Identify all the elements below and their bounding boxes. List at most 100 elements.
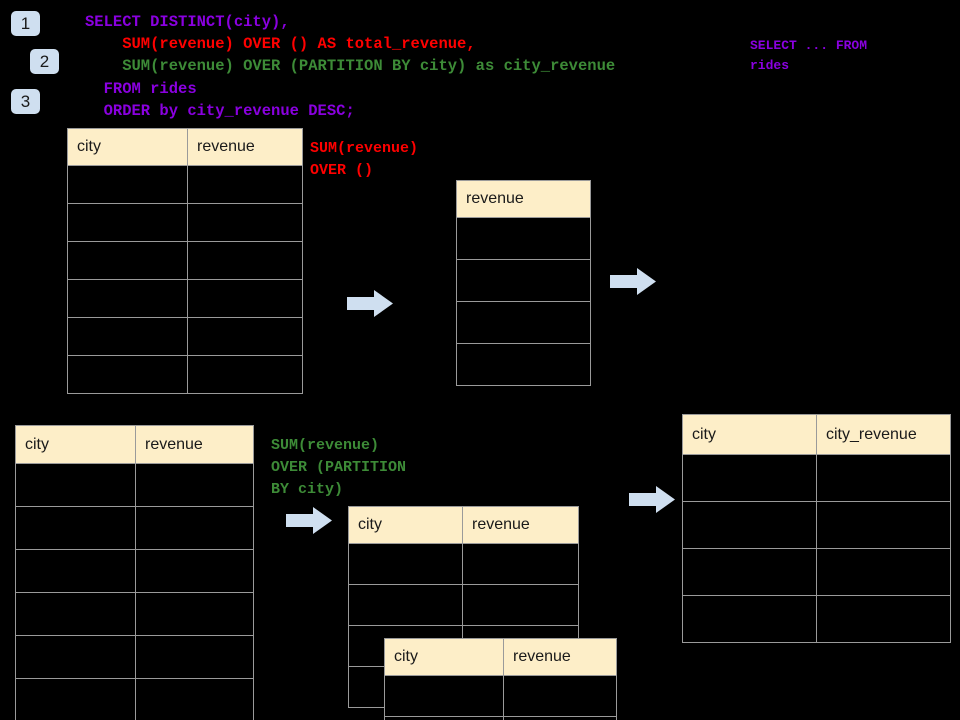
arrow-source-to-partition-icon bbox=[286, 507, 332, 539]
partition-group-table-b: city revenue bbox=[384, 638, 617, 720]
cell-revenue bbox=[503, 675, 617, 717]
column-header-revenue: revenue bbox=[456, 180, 591, 218]
cell-city-revenue bbox=[816, 454, 951, 502]
column-header-city: city bbox=[15, 425, 136, 464]
cell-city bbox=[67, 355, 188, 394]
column-header-city: city bbox=[67, 128, 188, 166]
table-body bbox=[384, 675, 617, 720]
annotation-select-from-rides: SELECT ... FROM rides bbox=[750, 38, 868, 73]
table-row bbox=[15, 463, 254, 507]
column-header-city: city bbox=[348, 506, 463, 544]
table-row bbox=[456, 259, 591, 302]
cell-revenue bbox=[456, 259, 591, 302]
cell-city bbox=[67, 317, 188, 356]
table-body bbox=[682, 454, 951, 643]
table-header-row: city city_revenue bbox=[682, 414, 951, 455]
cell-city bbox=[15, 549, 136, 593]
table-header-row: city revenue bbox=[67, 128, 303, 166]
column-header-revenue: revenue bbox=[503, 638, 617, 676]
cell-city bbox=[67, 279, 188, 318]
table-row bbox=[348, 584, 579, 626]
cell-revenue bbox=[135, 506, 254, 550]
table-row bbox=[67, 165, 303, 204]
sql-line-from: FROM rides bbox=[85, 80, 197, 98]
cell-city bbox=[348, 543, 463, 585]
cell-city bbox=[15, 635, 136, 679]
cell-revenue bbox=[187, 165, 303, 204]
column-header-revenue: revenue bbox=[187, 128, 303, 166]
table-row bbox=[15, 592, 254, 636]
cell-revenue bbox=[187, 279, 303, 318]
column-header-city: city bbox=[682, 414, 817, 455]
cell-city bbox=[348, 584, 463, 626]
sql-line-select-distinct: SELECT DISTINCT(city), bbox=[85, 13, 290, 31]
rides-source-table-2: city revenue bbox=[15, 425, 254, 720]
cell-revenue bbox=[187, 355, 303, 394]
step-badge-2-label: 2 bbox=[39, 52, 50, 71]
cell-city bbox=[67, 241, 188, 280]
cell-revenue bbox=[187, 241, 303, 280]
column-header-revenue: revenue bbox=[135, 425, 254, 464]
table-row bbox=[384, 675, 617, 717]
cell-city bbox=[682, 595, 817, 643]
table-row bbox=[67, 279, 303, 318]
step-badge-2[interactable]: 2 bbox=[30, 49, 59, 74]
cell-revenue bbox=[456, 343, 591, 386]
table-body bbox=[67, 165, 303, 394]
table-header-row: revenue bbox=[456, 180, 591, 218]
table-row bbox=[682, 548, 951, 596]
table-row bbox=[348, 543, 579, 585]
table-row bbox=[15, 635, 254, 679]
cell-city bbox=[67, 203, 188, 242]
final-result-table: city city_revenue bbox=[682, 414, 951, 643]
cell-city-revenue bbox=[816, 595, 951, 643]
cell-city bbox=[384, 675, 504, 717]
table-body bbox=[456, 217, 591, 386]
total-revenue-table: revenue bbox=[456, 180, 591, 386]
table-row bbox=[682, 501, 951, 549]
step-badge-3-label: 3 bbox=[20, 92, 31, 111]
table-row bbox=[67, 317, 303, 356]
rides-source-table: city revenue bbox=[67, 128, 303, 394]
arrow-source-to-total-icon bbox=[347, 290, 393, 322]
cell-revenue bbox=[456, 301, 591, 344]
annotation-sum-over-partition: SUM(revenue) OVER (PARTITION BY city) bbox=[271, 437, 407, 498]
step-badge-1-label: 1 bbox=[20, 14, 31, 33]
table-row bbox=[456, 217, 591, 260]
table-header-row: city revenue bbox=[384, 638, 617, 676]
cell-city bbox=[15, 506, 136, 550]
sql-line-total-revenue: SUM(revenue) OVER () AS total_revenue, bbox=[85, 35, 476, 53]
cell-revenue bbox=[187, 203, 303, 242]
table-row bbox=[15, 549, 254, 593]
cell-revenue bbox=[187, 317, 303, 356]
sql-line-order-by: ORDER by city_revenue DESC; bbox=[85, 102, 355, 120]
table-row bbox=[682, 454, 951, 502]
table-body bbox=[15, 463, 254, 720]
annotation-sum-over-empty: SUM(revenue) OVER () bbox=[310, 140, 419, 179]
table-header-row: city revenue bbox=[15, 425, 254, 464]
cell-city bbox=[682, 454, 817, 502]
cell-revenue bbox=[462, 543, 579, 585]
table-row bbox=[456, 301, 591, 344]
cell-revenue bbox=[462, 584, 579, 626]
cell-revenue bbox=[456, 217, 591, 260]
table-header-row: city revenue bbox=[348, 506, 579, 544]
table-row bbox=[384, 716, 617, 720]
arrow-total-to-result-icon bbox=[610, 268, 656, 300]
cell-revenue bbox=[135, 463, 254, 507]
cell-city bbox=[384, 716, 504, 720]
sql-line-city-revenue: SUM(revenue) OVER (PARTITION BY city) as… bbox=[85, 57, 616, 75]
cell-city bbox=[682, 501, 817, 549]
cell-revenue bbox=[135, 678, 254, 720]
cell-city bbox=[67, 165, 188, 204]
cell-city-revenue bbox=[816, 501, 951, 549]
step-badge-1[interactable]: 1 bbox=[11, 11, 40, 36]
cell-city-revenue bbox=[816, 548, 951, 596]
table-row bbox=[682, 595, 951, 643]
cell-revenue bbox=[135, 549, 254, 593]
table-row bbox=[67, 241, 303, 280]
table-row bbox=[15, 506, 254, 550]
step-badge-3[interactable]: 3 bbox=[11, 89, 40, 114]
cell-city bbox=[15, 592, 136, 636]
